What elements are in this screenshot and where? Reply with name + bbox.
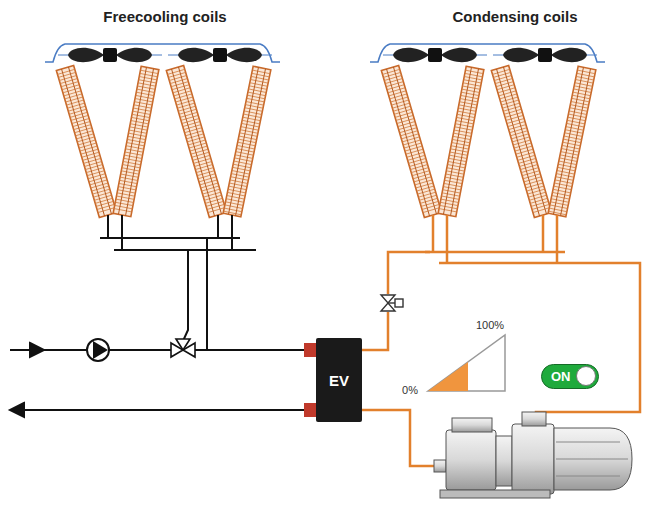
fan-shroud — [370, 44, 605, 62]
coil-group — [56, 65, 595, 217]
coil-tube — [118, 67, 153, 215]
coil-outline — [548, 66, 596, 217]
fan-symbol — [493, 48, 597, 62]
coil-tube — [443, 67, 478, 215]
coil-outline — [381, 65, 441, 217]
coil-tube — [553, 67, 590, 215]
compressor-symbol — [434, 412, 632, 498]
heat-exchanger-box: EV — [316, 338, 362, 422]
ev-port — [304, 343, 316, 357]
fan-shroud — [45, 44, 280, 62]
coil-outline — [113, 66, 159, 216]
three-way-valve — [171, 339, 195, 357]
fan-symbol — [383, 48, 487, 62]
fan-group — [45, 44, 605, 62]
coil-fins — [224, 70, 270, 215]
coil-tube — [172, 67, 222, 216]
pump-symbol — [87, 339, 109, 361]
group-title: Freecooling coils — [103, 8, 226, 25]
on-switch: ON — [541, 364, 599, 389]
coil-fins — [549, 70, 595, 215]
coil-tube — [387, 67, 437, 216]
coil-tube — [228, 67, 265, 215]
scale-label: 0% — [402, 384, 418, 396]
coil-fins — [58, 69, 116, 212]
expansion-valve — [381, 295, 403, 311]
fan-symbol — [58, 48, 162, 62]
coil-outline — [166, 65, 226, 217]
node-text: ON — [551, 369, 571, 384]
coil-outline — [223, 66, 271, 217]
group-title: Condensing coils — [452, 8, 577, 25]
coil-fins — [383, 69, 441, 212]
scale-label: 100% — [476, 319, 504, 331]
coil-outline — [56, 65, 116, 217]
coil-fins — [114, 70, 158, 212]
ev-port — [304, 403, 316, 417]
capacity-ramp — [428, 335, 505, 391]
coil-fins — [439, 70, 483, 212]
coil-outline — [491, 65, 551, 217]
coil-outline — [438, 66, 484, 216]
coil-tube — [62, 67, 112, 216]
coil-fins — [168, 69, 226, 212]
switch-knob — [576, 366, 596, 386]
node-text: EV — [329, 372, 349, 389]
coil-tube — [497, 67, 547, 216]
fan-symbol — [168, 48, 272, 62]
water-piping — [10, 215, 308, 417]
coil-fins — [493, 69, 551, 212]
